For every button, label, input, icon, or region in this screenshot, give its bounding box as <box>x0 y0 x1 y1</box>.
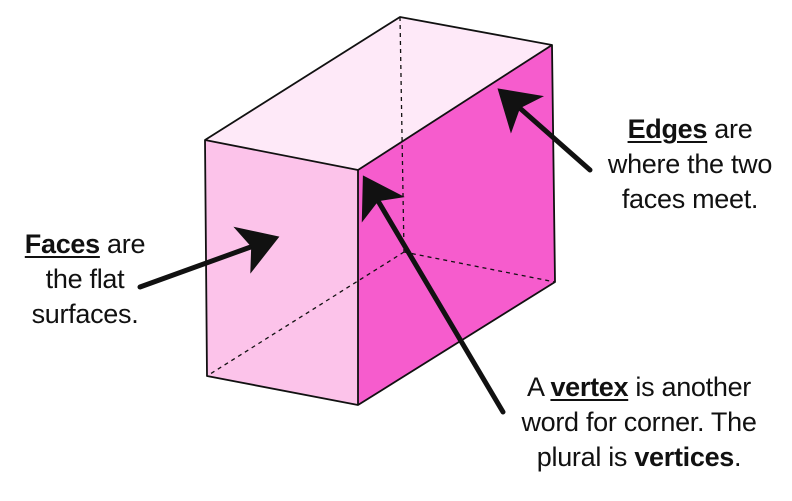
vertex-arrow <box>361 175 506 415</box>
faces-term: Faces <box>24 229 100 259</box>
faces-line3: surfaces. <box>31 299 139 330</box>
top-face <box>205 17 552 170</box>
edges-line1-rest: are <box>707 114 753 144</box>
faces-annotation: Faces are the flat surfaces. <box>0 227 170 332</box>
edges-arrow <box>497 88 593 173</box>
front-face <box>205 140 358 405</box>
vertex-line2: word for corner. The <box>521 407 757 438</box>
vertex-line1-rest: is another <box>628 372 751 402</box>
vertex-prefix: A <box>527 372 551 402</box>
edges-annotation: Edges are where the two faces meet. <box>590 112 790 217</box>
edges-line3: faces meet. <box>621 184 759 215</box>
vertex-line3-prefix: plural is <box>536 442 635 473</box>
vertices-term: vertices <box>634 442 735 473</box>
faces-line2: the flat <box>45 264 125 295</box>
faces-line1-rest: are <box>99 229 146 259</box>
vertex-line3-suffix: . <box>734 442 742 473</box>
vertex-annotation: A vertex is another word for corner. The… <box>486 370 792 475</box>
right-face <box>358 45 555 405</box>
visible-edges <box>204 16 556 406</box>
vertex-term: vertex <box>550 372 629 402</box>
edges-term: Edges <box>627 114 708 144</box>
arrow-icon <box>137 88 593 415</box>
faces-arrow <box>137 226 280 290</box>
edges-line2: where the two <box>607 149 773 180</box>
